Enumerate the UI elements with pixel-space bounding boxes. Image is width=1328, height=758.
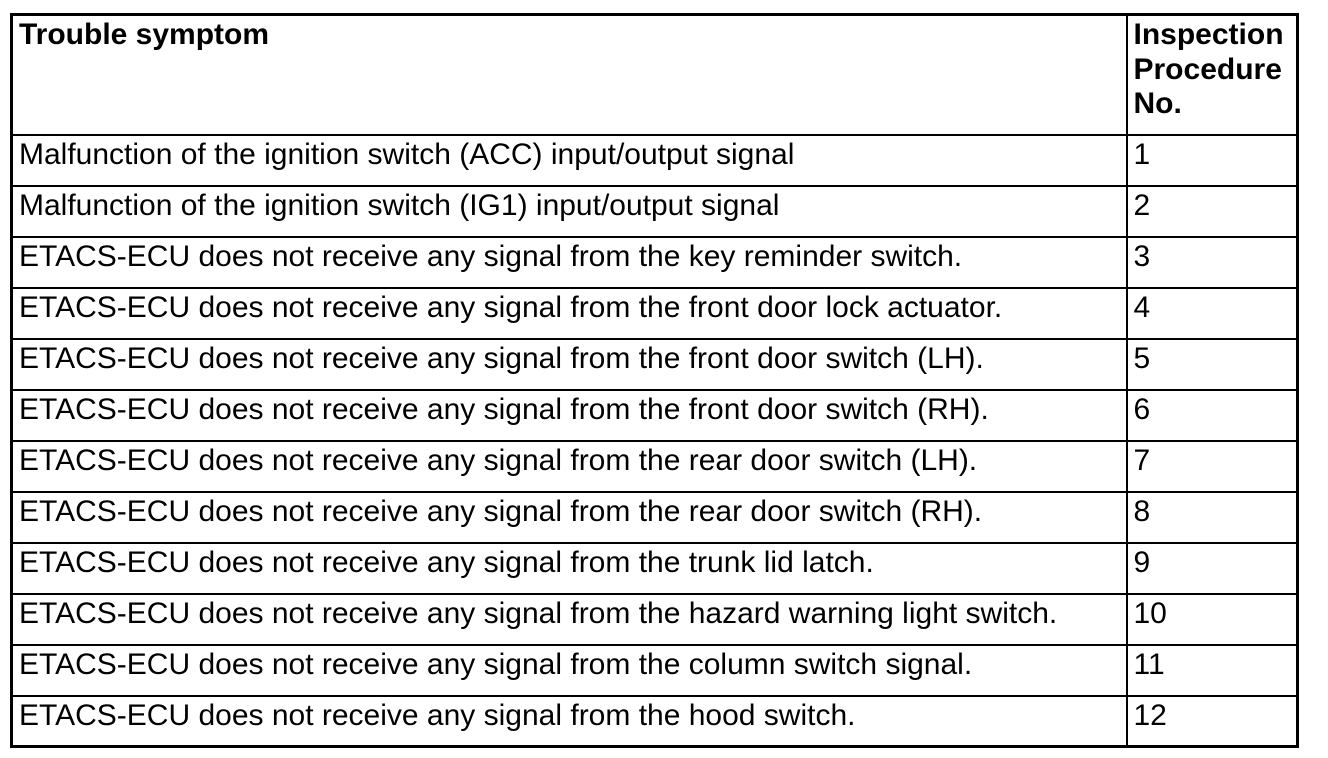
table-row: ETACS-ECU does not receive any signal fr… bbox=[10, 439, 1299, 493]
symptom-cell: ETACS-ECU does not receive any signal fr… bbox=[10, 286, 1128, 340]
table-row: ETACS-ECU does not receive any signal fr… bbox=[10, 337, 1299, 391]
procedure-no-cell: 8 bbox=[1125, 490, 1299, 544]
column-header-trouble-symptom: Trouble symptom bbox=[10, 13, 1128, 136]
table-header: Trouble symptom Inspection Procedure No. bbox=[10, 13, 1299, 136]
procedure-no-cell: 7 bbox=[1125, 439, 1299, 493]
symptom-cell: ETACS-ECU does not receive any signal fr… bbox=[10, 490, 1128, 544]
table-row: ETACS-ECU does not receive any signal fr… bbox=[10, 388, 1299, 442]
table-body: Malfunction of the ignition switch (ACC)… bbox=[10, 133, 1299, 748]
procedure-no-cell: 2 bbox=[1125, 184, 1299, 238]
procedure-no-cell: 6 bbox=[1125, 388, 1299, 442]
table-row: ETACS-ECU does not receive any signal fr… bbox=[10, 286, 1299, 340]
table-row: Malfunction of the ignition switch (ACC)… bbox=[10, 133, 1299, 187]
symptom-cell: ETACS-ECU does not receive any signal fr… bbox=[10, 235, 1128, 289]
symptom-cell: ETACS-ECU does not receive any signal fr… bbox=[10, 694, 1128, 748]
procedure-no-cell: 5 bbox=[1125, 337, 1299, 391]
symptom-cell: Malfunction of the ignition switch (IG1)… bbox=[10, 184, 1128, 238]
table-row: ETACS-ECU does not receive any signal fr… bbox=[10, 235, 1299, 289]
symptom-cell: ETACS-ECU does not receive any signal fr… bbox=[10, 643, 1128, 697]
procedure-no-cell: 11 bbox=[1125, 643, 1299, 697]
table-row: ETACS-ECU does not receive any signal fr… bbox=[10, 541, 1299, 595]
procedure-no-cell: 9 bbox=[1125, 541, 1299, 595]
procedure-no-cell: 1 bbox=[1125, 133, 1299, 187]
column-header-inspection-procedure-no: Inspection Procedure No. bbox=[1125, 13, 1299, 136]
table-row: ETACS-ECU does not receive any signal fr… bbox=[10, 490, 1299, 544]
table-row: ETACS-ECU does not receive any signal fr… bbox=[10, 592, 1299, 646]
symptom-cell: Malfunction of the ignition switch (ACC)… bbox=[10, 133, 1128, 187]
procedure-no-cell: 4 bbox=[1125, 286, 1299, 340]
table-row: ETACS-ECU does not receive any signal fr… bbox=[10, 694, 1299, 748]
procedure-no-cell: 3 bbox=[1125, 235, 1299, 289]
table-row: Malfunction of the ignition switch (IG1)… bbox=[10, 184, 1299, 238]
table-row: ETACS-ECU does not receive any signal fr… bbox=[10, 643, 1299, 697]
symptom-cell: ETACS-ECU does not receive any signal fr… bbox=[10, 541, 1128, 595]
symptom-cell: ETACS-ECU does not receive any signal fr… bbox=[10, 439, 1128, 493]
symptom-cell: ETACS-ECU does not receive any signal fr… bbox=[10, 388, 1128, 442]
trouble-symptom-table: Trouble symptom Inspection Procedure No.… bbox=[10, 13, 1299, 748]
header-row: Trouble symptom Inspection Procedure No. bbox=[10, 13, 1299, 136]
symptom-cell: ETACS-ECU does not receive any signal fr… bbox=[10, 337, 1128, 391]
procedure-no-cell: 10 bbox=[1125, 592, 1299, 646]
procedure-no-cell: 12 bbox=[1125, 694, 1299, 748]
symptom-cell: ETACS-ECU does not receive any signal fr… bbox=[10, 592, 1128, 646]
